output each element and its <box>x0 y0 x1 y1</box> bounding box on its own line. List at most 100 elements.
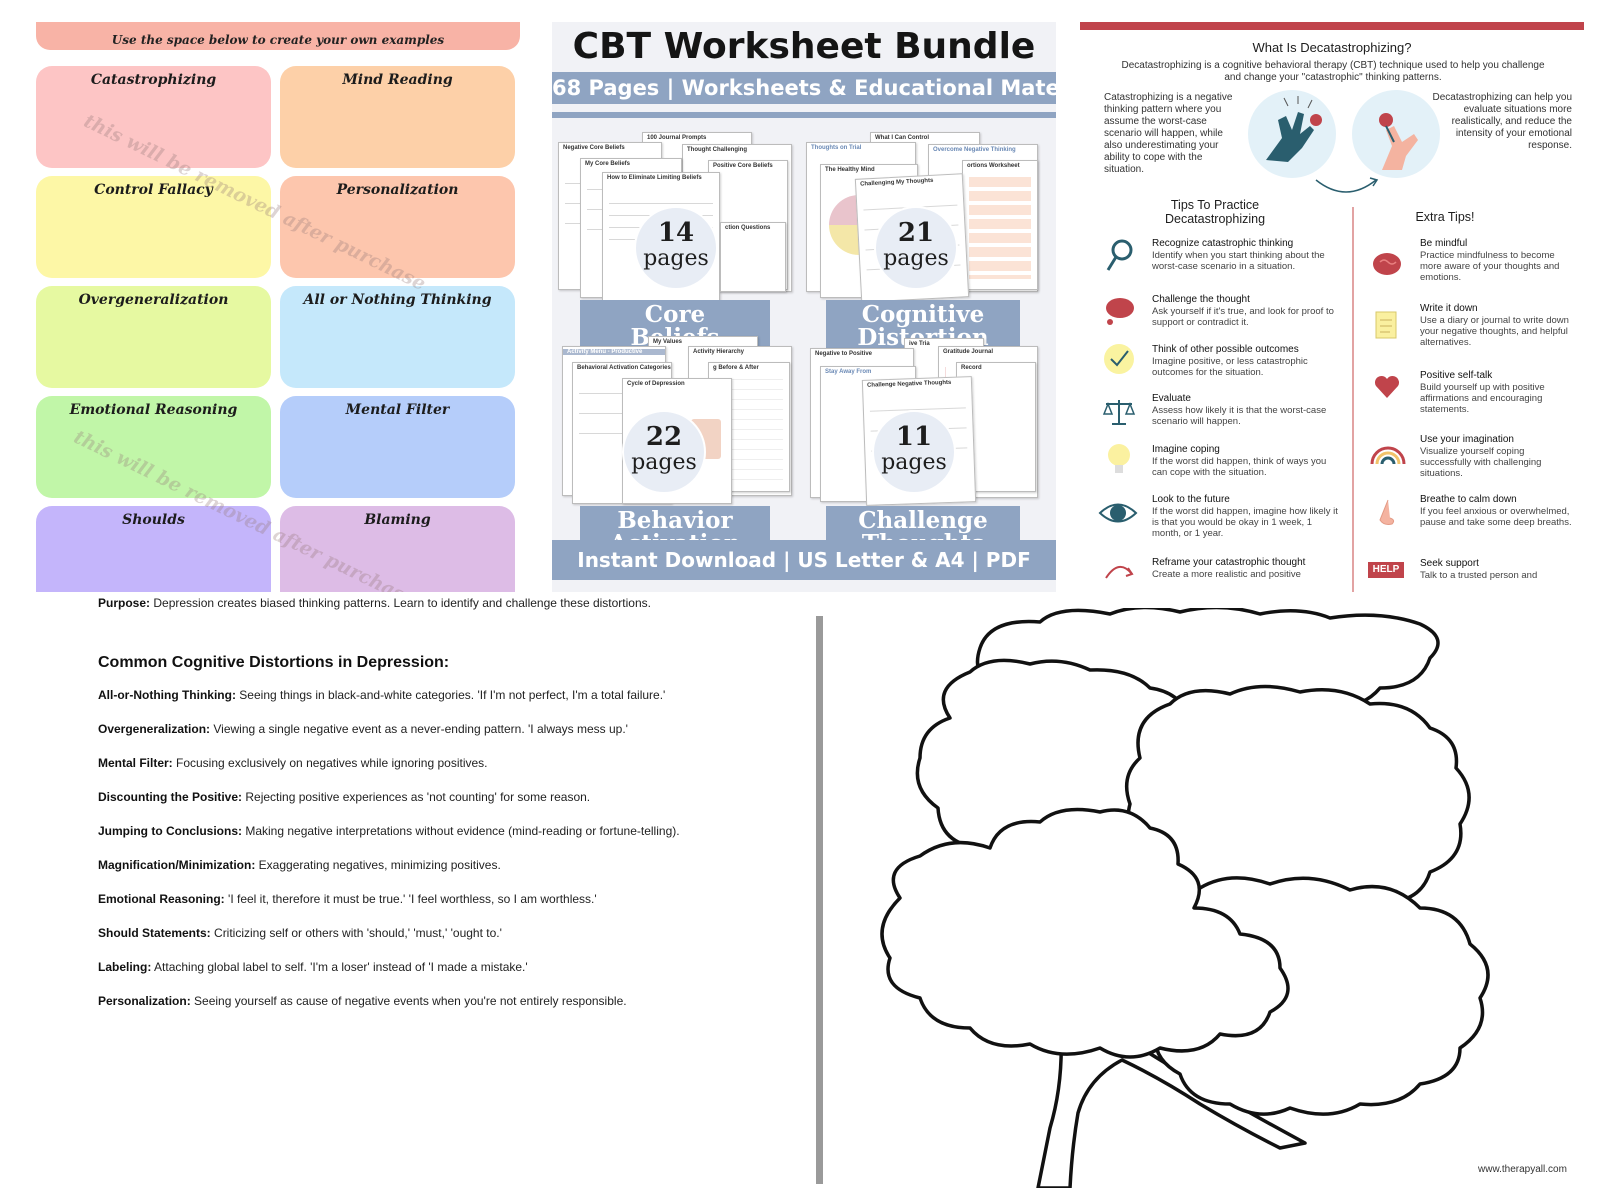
worksheet-title: ive Tria <box>909 341 930 347</box>
thought-cloud-icon <box>1106 298 1134 325</box>
tip-title: Seek support <box>1420 558 1479 569</box>
distortion-desc: 'I feel it, therefore it must be true.' … <box>224 892 597 906</box>
cognitive-distortions-sheet: Use the space below to create your own e… <box>34 22 524 592</box>
extra-tips-heading: Extra Tips! <box>1415 210 1475 224</box>
purpose-label: Purpose: <box>98 596 151 610</box>
distortion-term: Personalization: <box>98 994 191 1008</box>
worksheet-title: My Values <box>653 339 683 345</box>
tips-heading-line: Decatastrophizing <box>1164 212 1266 226</box>
page-unit: pages <box>631 450 697 475</box>
panel-divider <box>816 616 823 1184</box>
hand-flower-illustration <box>1352 90 1440 178</box>
rainbow-icon <box>1370 446 1406 465</box>
distortion-term: Mental Filter: <box>98 756 173 770</box>
worksheet-title: 100 Journal Prompts <box>647 135 707 141</box>
worksheet-title: Challenging My Thoughts <box>859 177 934 188</box>
tree-cloud-lower-left <box>880 807 1290 1059</box>
magnifier-icon <box>1106 239 1133 271</box>
distortion-desc: Rejecting positive experiences as 'not c… <box>242 790 591 804</box>
lightbulb-icon <box>1108 444 1130 473</box>
tip-title: Write it down <box>1420 303 1478 314</box>
tip-text: Use a diary or journal to write down you… <box>1420 315 1569 348</box>
distortion-box-personalization: Personalization <box>280 176 515 278</box>
distortion-item: Personalization: Seeing yourself as caus… <box>98 994 627 1008</box>
tip-title: Look to the future <box>1152 494 1230 505</box>
tip-text: Ask yourself if it's true, and look for … <box>1152 306 1334 328</box>
worksheet-title: Negative to Positive <box>815 351 873 357</box>
distortion-box-mental-filter: Mental Filter <box>280 396 515 498</box>
tip-text: If the worst did happen, imagine how lik… <box>1152 506 1338 539</box>
page-count: 11 <box>895 422 933 452</box>
worksheet-title: Thoughts on Trial <box>811 145 862 151</box>
worksheet-title: Overcome Negative Thinking <box>933 147 1016 153</box>
bundle-title: CBT Worksheet Bundle <box>572 26 1036 67</box>
distortion-item: Magnification/Minimization: Exaggerating… <box>98 858 501 872</box>
distortion-box-all-or-nothing: All or Nothing Thinking <box>280 286 515 388</box>
decatastrophizing-sheet: What Is Decatastrophizing? Decatastrophi… <box>1080 22 1584 592</box>
worksheet-title: What I Can Control <box>875 135 929 141</box>
nose-icon <box>1379 499 1395 525</box>
worksheet-title: Cycle of Depression <box>627 381 685 387</box>
worksheet-title: My Core Beliefs <box>585 161 631 167</box>
distortion-term: Overgeneralization: <box>98 722 211 736</box>
page-count: 14 <box>657 218 695 248</box>
decat-heading: What Is Decatastrophizing? <box>1252 40 1412 55</box>
worksheet-thumb: ortions Worksheet <box>962 160 1038 290</box>
distortion-box-blaming: Blaming <box>280 506 515 592</box>
distortion-box-catastrophizing: Catastrophizing <box>36 66 271 168</box>
distortion-item: Labeling: Attaching global label to self… <box>98 960 528 974</box>
quadrant-cognitive-distortion: What I Can Control Thoughts on Trial Ove… <box>806 126 1038 352</box>
tip-title: Challenge the thought <box>1152 294 1250 305</box>
sheet-subtitle: Use the space below to create your own e… <box>111 33 445 47</box>
eye-icon <box>1098 503 1138 523</box>
website-credit: www.therapyall.com <box>1478 1164 1567 1175</box>
distortion-item: Emotional Reasoning: 'I feel it, therefo… <box>98 892 597 906</box>
scale-icon <box>1102 400 1136 425</box>
distortion-item: Should Statements: Criticizing self or o… <box>98 926 502 940</box>
distortion-label: Personalization <box>336 182 459 198</box>
tip-title: Evaluate <box>1152 393 1191 404</box>
distortion-box-shoulds: Shoulds <box>36 506 271 592</box>
brain-icon <box>1373 253 1401 275</box>
bundle-subtitle-bar: 68 Pages | Worksheets & Educational Mate… <box>552 72 1056 104</box>
purpose-line: Purpose: Depression creates biased think… <box>98 596 651 610</box>
tip-text: Build yourself up with positive affirmat… <box>1420 382 1545 415</box>
distortion-desc: Seeing yourself as cause of negative eve… <box>190 994 627 1008</box>
distortion-box-overgeneralization: Overgeneralization <box>36 286 271 388</box>
quadrant-behavior-activation: My Values Activity Menu - Productive Act… <box>558 332 792 558</box>
help-sign-icon: HELP <box>1368 562 1404 578</box>
worksheet-title: g Before & After <box>713 365 759 371</box>
tip-text: If you feel anxious or overwhelmed, paus… <box>1420 506 1572 528</box>
worksheet-title: Activity Menu - Productive <box>563 349 665 355</box>
tip-title: Breathe to calm down <box>1420 494 1517 505</box>
tip-title: Reframe your catastrophic thought <box>1152 557 1306 568</box>
page-unit: pages <box>883 246 949 271</box>
distortion-label: Emotional Reasoning <box>69 402 238 418</box>
tip-text: If the worst did happen, think of ways y… <box>1152 456 1327 478</box>
quadrant-challenge-thoughts: ive Tria Negative to Positive Gratitude … <box>806 332 1038 558</box>
top-accent-bar <box>1080 22 1584 30</box>
worksheet-title: Thought Challenging <box>687 147 747 153</box>
distortion-box-control-fallacy: Control Fallacy <box>36 176 271 278</box>
bundle-footer-bar: Instant Download | US Letter & A4 | PDF <box>552 540 1056 580</box>
tip-title: Imagine coping <box>1152 444 1220 455</box>
distortion-box-emotional-reasoning: Emotional Reasoning <box>36 396 271 498</box>
worksheet-title: ortions Worksheet <box>967 163 1020 169</box>
page-count: 22 <box>645 422 683 452</box>
distortion-term: Discounting the Positive: <box>98 790 243 804</box>
bundle-subtitle: 68 Pages | Worksheets & Educational Mate… <box>552 76 1056 100</box>
worksheet-title: Behavioral Activation Categories <box>577 365 671 371</box>
distortion-term: Magnification/Minimization: <box>98 858 256 872</box>
tip-title: Think of other possible outcomes <box>1152 344 1299 355</box>
